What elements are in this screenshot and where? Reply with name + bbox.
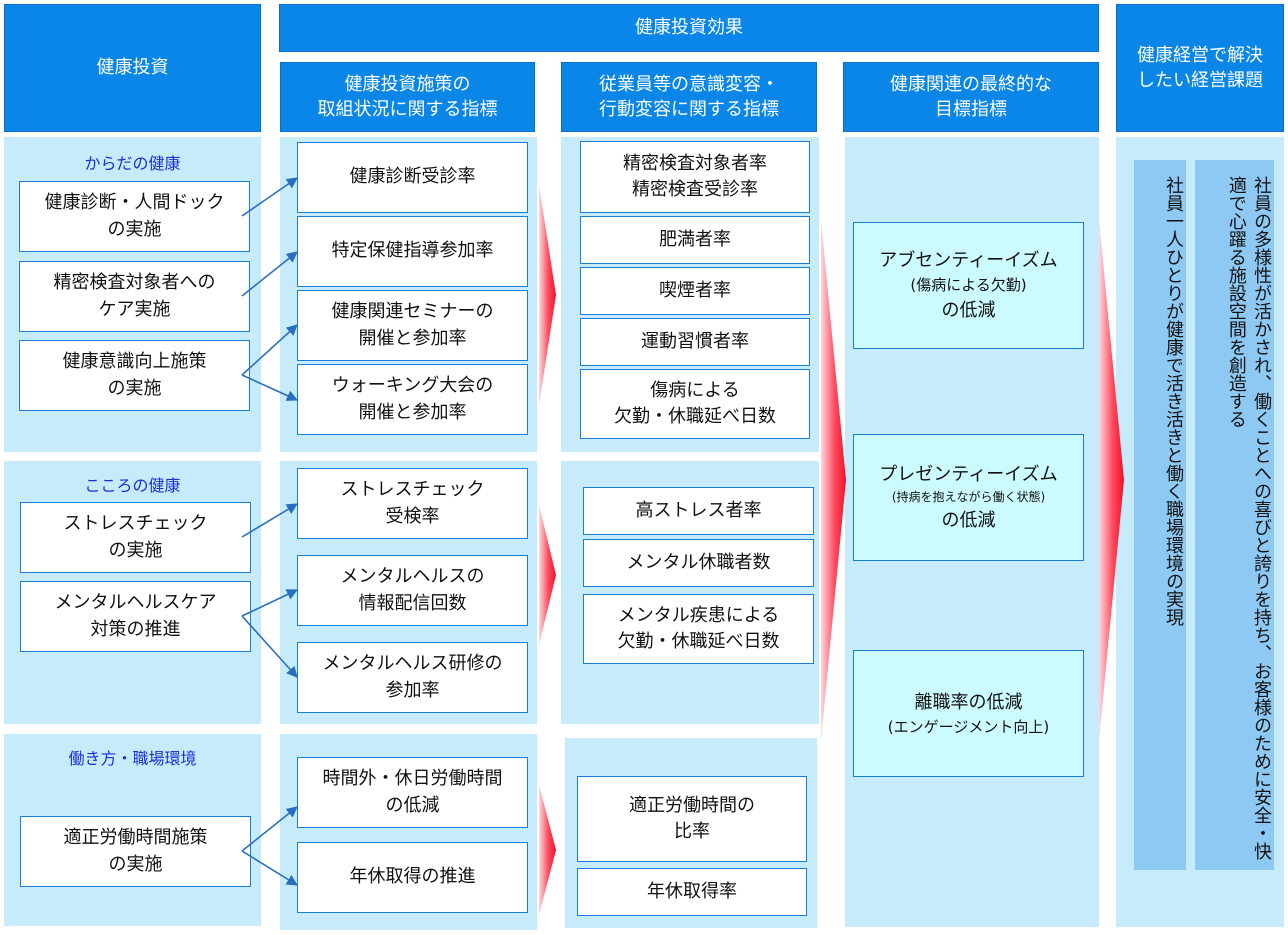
section-label-work: 働き方・職場環境 bbox=[68, 749, 197, 768]
behavior-smoking: 喫煙者率 bbox=[580, 267, 810, 315]
arrow-connector bbox=[241, 806, 298, 852]
indicator-checkup-rate: 健康診断受診率 bbox=[297, 142, 528, 213]
goal-presenteeism-title: プレゼンティーイズム bbox=[879, 463, 1058, 485]
connector-arrows bbox=[241, 177, 299, 886]
goal-presenteeism: プレゼンティーイズム (持病を抱えながら働く状態) の低減 bbox=[853, 434, 1084, 561]
investment-precise-exam-care: 精密検査対象者への ケア実施 bbox=[19, 261, 250, 332]
indicator-walking: ウォーキング大会の 開催と参加率 bbox=[297, 364, 528, 435]
header-kenko-toshi: 健康投資 bbox=[4, 4, 261, 132]
investment-health-awareness: 健康意識向上施策 の実施 bbox=[19, 340, 250, 411]
behavior-mental-sick-days: メンタル疾患による 欠勤・休職延べ日数 bbox=[583, 594, 814, 664]
goal-absenteeism-sub: (傷病による欠勤) bbox=[910, 276, 1027, 295]
behavior-sick-leave: 傷病による 欠勤・休職延べ日数 bbox=[580, 369, 810, 439]
flow-arrow-body bbox=[539, 185, 556, 405]
arrow-connector bbox=[241, 589, 299, 617]
indicator-stress-check-rate: ストレスチェック 受検率 bbox=[297, 468, 528, 539]
investment-stress-check: ストレスチェック の実施 bbox=[20, 502, 251, 573]
arrow-connector bbox=[241, 850, 298, 886]
arrow-connector bbox=[241, 374, 299, 401]
investment-proper-hours: 適正労働時間施策 の実施 bbox=[20, 816, 251, 887]
arrow-connector bbox=[241, 177, 298, 217]
investment-mental-care: メンタルヘルスケア 対策の推進 bbox=[20, 581, 251, 652]
behavior-exercise: 運動習慣者率 bbox=[580, 318, 810, 366]
arrow-connector bbox=[241, 615, 298, 678]
indicator-paid-leave: 年休取得の推進 bbox=[297, 842, 528, 913]
issue-diversity-vertical: 社員の多様性が活かされ、働くことへの喜びと誇りを持ち、お客様のために安全・快適で… bbox=[1195, 160, 1274, 870]
arrow-connector bbox=[241, 324, 298, 376]
behavior-obesity: 肥満者率 bbox=[580, 216, 810, 264]
behavior-leave-rate: 年休取得率 bbox=[577, 868, 807, 916]
goal-absenteeism-end: の低減 bbox=[941, 299, 996, 321]
arrow-connector bbox=[241, 503, 298, 538]
goal-absenteeism: アブセンティーイズム (傷病による欠勤) の低減 bbox=[853, 222, 1084, 349]
goal-absenteeism-title: アブセンティーイズム bbox=[879, 250, 1058, 272]
indicator-seminar: 健康関連セミナーの 開催と参加率 bbox=[297, 290, 528, 361]
goal-presenteeism-end: の低減 bbox=[941, 510, 996, 532]
section-label-body: からだの健康 bbox=[84, 154, 181, 173]
header-kenko-toshi-koka: 健康投資効果 bbox=[279, 4, 1099, 52]
indicator-overtime: 時間外・休日労働時間 の低減 bbox=[297, 757, 528, 828]
indicator-specific-guidance: 特定保健指導参加率 bbox=[297, 216, 528, 287]
indicator-mental-info: メンタルヘルスの 情報配信回数 bbox=[297, 555, 528, 626]
investment-health-checkup: 健康診断・人間ドック の実施 bbox=[19, 181, 250, 252]
arrow-connector bbox=[241, 251, 298, 297]
goal-turnover: 離職率の低減 (エンゲージメント向上) bbox=[853, 650, 1084, 777]
flow-arrow-to-goals bbox=[821, 220, 846, 740]
behavior-high-stress: 高ストレス者率 bbox=[583, 487, 814, 535]
indicator-mental-training: メンタルヘルス研修の 参加率 bbox=[297, 642, 528, 713]
header-col1: 健康投資施策の 取組状況に関する指標 bbox=[280, 62, 535, 132]
goal-presenteeism-sub: (持病を抱えながら働く状態) bbox=[891, 489, 1046, 504]
header-col4: 健康経営で解決 したい経営課題 bbox=[1116, 4, 1284, 132]
issue-workplace-vertical: 社員一人ひとりが健康で活き活きと働く職場環境の実現 bbox=[1134, 160, 1186, 870]
goal-turnover-title: 離職率の低減 bbox=[914, 691, 1023, 713]
goal-turnover-sub: (エンゲージメント向上) bbox=[887, 717, 1050, 736]
flow-arrow-work bbox=[539, 785, 556, 915]
header-col2: 従業員等の意識変容・ 行動変容に関する指標 bbox=[561, 62, 817, 132]
flow-arrow-to-issues bbox=[1099, 220, 1124, 740]
header-col3: 健康関連の最終的な 目標指標 bbox=[843, 62, 1099, 132]
behavior-mental-leave: メンタル休職者数 bbox=[583, 539, 814, 587]
flow-arrow-mind bbox=[539, 505, 556, 645]
behavior-precise-exam: 精密検査対象者率 精密検査受診率 bbox=[580, 141, 810, 213]
behavior-proper-hours-ratio: 適正労働時間の 比率 bbox=[577, 776, 807, 862]
section-label-mind: こころの健康 bbox=[84, 476, 181, 495]
